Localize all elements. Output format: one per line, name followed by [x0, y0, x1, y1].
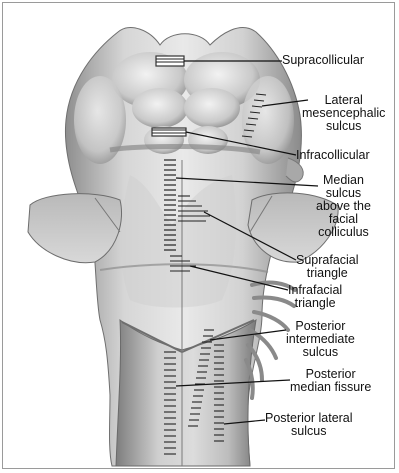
label-posterior-median-fissure: Posterior median fissure [290, 368, 371, 394]
left-peduncle-wing [28, 194, 122, 263]
label-lateral-mesencephalic-sulcus: Lateral mesencephalic sulcus [302, 94, 385, 133]
label-supracollicular: Supracollicular [282, 54, 364, 67]
label-infracollicular: Infracollicular [296, 149, 370, 162]
label-posterior-lateral-sulcus: Posterior lateral sulcus [265, 412, 353, 438]
label-posterior-intermediate-sulcus: Posterior intermediate sulcus [286, 320, 355, 359]
label-median-sulcus-facial: Median sulcus above the facial colliculu… [316, 174, 371, 239]
infracollicular-marker [152, 128, 186, 136]
label-suprafacial-triangle: Suprafacial triangle [296, 254, 359, 280]
supracollicular-marker [156, 56, 184, 66]
left-superior-colliculus [132, 88, 188, 128]
label-infrafacial-triangle: Infrafacial triangle [288, 284, 342, 310]
right-superior-colliculus [184, 88, 240, 128]
